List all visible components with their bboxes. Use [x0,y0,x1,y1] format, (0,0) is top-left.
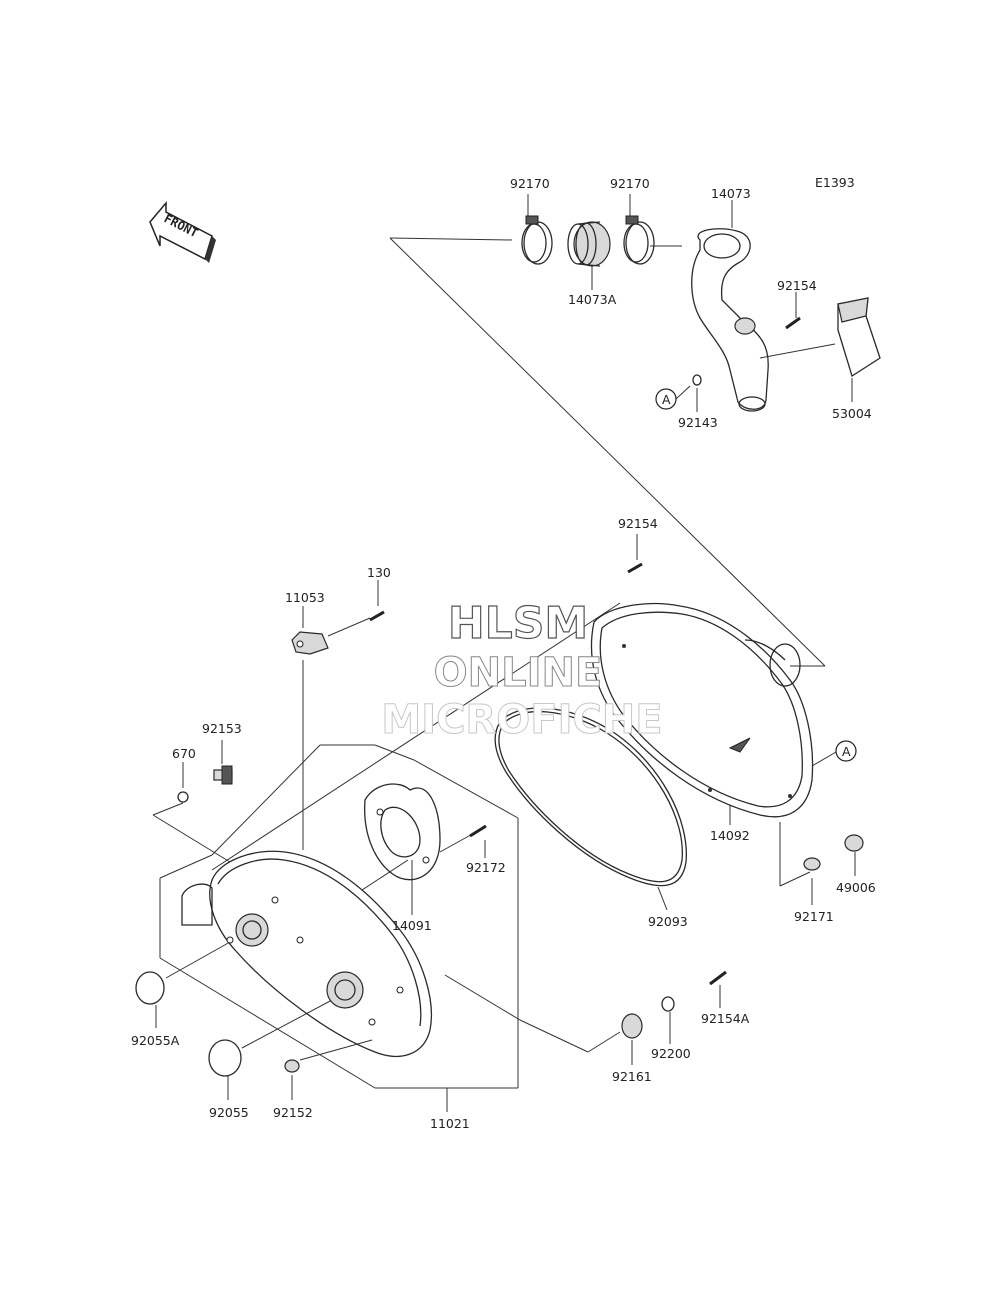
part-label-11053: 11053 [285,590,325,605]
o-ring-670 [177,791,189,803]
diagram-code: E1393 [815,175,855,190]
sleeve-14073A [567,221,611,267]
part-label-92055A: 92055A [131,1033,180,1048]
part-label-92055: 92055 [209,1105,249,1120]
bolt-92154-top [785,316,801,330]
part-label-92161: 92161 [612,1069,652,1084]
bolt-130 [369,610,385,622]
part-label-53004: 53004 [832,406,872,421]
grommet-92161 [621,1013,643,1039]
part-label-92153: 92153 [202,721,242,736]
part-label-92172: 92172 [466,860,506,875]
inner-cover-11021 [181,850,433,1057]
label-53004 [837,297,881,378]
plug-92152 [284,1059,300,1073]
outer-cover-14092 [590,602,814,818]
front-arrow-icon: FRONT [149,200,216,263]
plug-92153 [213,765,233,785]
part-label-14092: 14092 [710,828,750,843]
o-ring-92055A [135,971,165,1005]
ref-mark-a-right: A [835,740,857,762]
bolt-92154-middle [627,562,643,574]
plate-14091 [364,783,441,881]
clamp-92170-right [623,215,655,265]
watermark-line-2: ONLINE [434,650,603,696]
part-label-92170-right: 92170 [610,176,650,191]
part-label-670: 670 [172,746,196,761]
o-ring-92055 [208,1039,242,1077]
part-label-92154-middle: 92154 [618,516,658,531]
watermark-line-3: MICROFICHE [381,697,662,743]
intake-duct-14073 [691,228,769,412]
gasket-92093 [494,707,687,887]
bracket-11053 [291,631,329,655]
part-label-92200: 92200 [651,1046,691,1061]
washer-92200 [661,996,675,1012]
part-label-14073: 14073 [711,186,751,201]
part-label-49006: 49006 [836,880,876,895]
part-label-14091: 14091 [392,918,432,933]
part-labels: 92170 92170 14073 14073A 92154 53004 921… [131,176,876,1131]
bolt-92172 [469,824,487,838]
cap-49006 [844,834,864,852]
part-label-92170-left: 92170 [510,176,550,191]
part-label-92154A: 92154A [701,1011,750,1026]
ref-mark-a-top: A [655,388,677,410]
part-label-14073A: 14073A [568,292,617,307]
part-label-92171: 92171 [794,909,834,924]
part-label-92093: 92093 [648,914,688,929]
watermark-line-1: HLSM [448,598,588,649]
clamp-92170-left [521,215,553,265]
part-label-92143: 92143 [678,415,718,430]
washer-92143 [692,374,702,386]
part-label-11021: 11021 [430,1116,470,1131]
part-label-92154-top: 92154 [777,278,817,293]
grommet-92171 [803,857,821,871]
svg-text:A: A [662,392,671,407]
svg-text:A: A [842,744,851,759]
bolt-92154A [709,970,727,986]
part-label-130: 130 [367,565,391,580]
watermark: HLSM ONLINE MICROFICHE [381,597,663,743]
part-label-92152: 92152 [273,1105,313,1120]
leader-lines [152,194,856,1112]
